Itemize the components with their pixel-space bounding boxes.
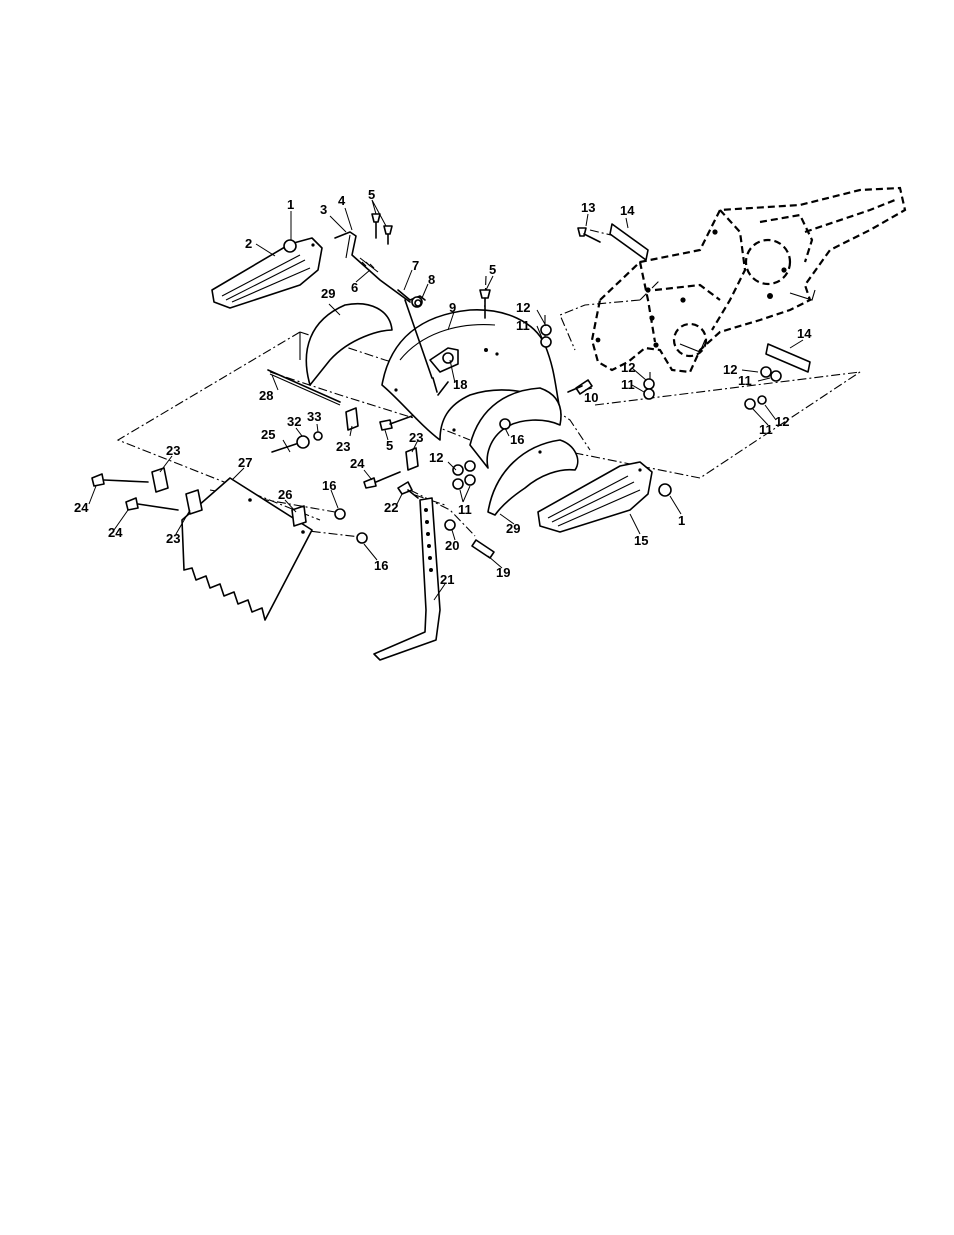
callout-7: 7 — [412, 258, 419, 273]
callout-11-c: 11 — [738, 373, 752, 388]
callout-3: 3 — [320, 202, 327, 217]
callout-24-c: 24 — [350, 456, 365, 471]
tiller-frame-outline — [592, 188, 905, 372]
callout-5-hood: 5 — [489, 262, 496, 277]
callout-12-d: 12 — [775, 414, 789, 429]
callout-1-left: 1 — [287, 197, 294, 212]
callout-16-mid: 16 — [322, 478, 336, 493]
callout-23-a: 23 — [166, 443, 180, 458]
drag-flap — [182, 478, 312, 620]
callout-14-right: 14 — [797, 326, 812, 341]
callout-15: 15 — [634, 533, 648, 548]
left-side-shield — [212, 238, 322, 308]
callout-10: 10 — [584, 390, 598, 405]
callout-13: 13 — [581, 200, 595, 215]
callout-16-low: 16 — [374, 558, 388, 573]
callout-4: 4 — [338, 193, 346, 208]
callout-5-top: 5 — [368, 187, 375, 202]
callout-9: 9 — [449, 300, 456, 315]
hinge-rod — [268, 370, 340, 405]
callout-6: 6 — [351, 280, 358, 295]
callout-11-d: 11 — [759, 422, 773, 437]
callout-24-b: 24 — [108, 525, 123, 540]
callout-14-top: 14 — [620, 203, 635, 218]
pin — [472, 540, 494, 558]
mounting-brackets — [610, 224, 810, 372]
callout-16-hood: 16 — [510, 432, 524, 447]
callout-23-c: 23 — [336, 439, 350, 454]
callout-29-right: 29 — [506, 521, 520, 536]
callout-18: 18 — [453, 377, 467, 392]
callout-1-right: 1 — [678, 513, 685, 528]
callout-12-e: 12 — [429, 450, 443, 465]
callout-12-c: 12 — [723, 362, 737, 377]
callout-11-b: 11 — [621, 377, 635, 392]
callout-20: 20 — [445, 538, 459, 553]
left-inner-shield — [300, 304, 392, 385]
callout-12-b: 12 — [621, 360, 635, 375]
callout-26: 26 — [278, 487, 292, 502]
callout-33: 33 — [307, 409, 321, 424]
callout-25: 25 — [261, 427, 275, 442]
callout-29-left: 29 — [321, 286, 335, 301]
callout-21: 21 — [440, 572, 454, 587]
callout-24-a: 24 — [74, 500, 89, 515]
callout-8: 8 — [428, 272, 435, 287]
callout-22: 22 — [384, 500, 398, 515]
callout-5-lower: 5 — [386, 438, 393, 453]
callout-2: 2 — [245, 236, 252, 251]
callout-32: 32 — [287, 414, 301, 429]
callout-11-e: 11 — [458, 502, 472, 517]
callout-28: 28 — [259, 388, 273, 403]
depth-bar — [374, 498, 440, 660]
callout-19: 19 — [496, 565, 510, 580]
callout-23-d: 23 — [409, 430, 423, 445]
callout-12-a: 12 — [516, 300, 530, 315]
hinge-brackets — [152, 408, 418, 526]
callout-23-b: 23 — [166, 531, 180, 546]
callout-27: 27 — [238, 455, 252, 470]
callout-11-a: 11 — [516, 318, 530, 333]
